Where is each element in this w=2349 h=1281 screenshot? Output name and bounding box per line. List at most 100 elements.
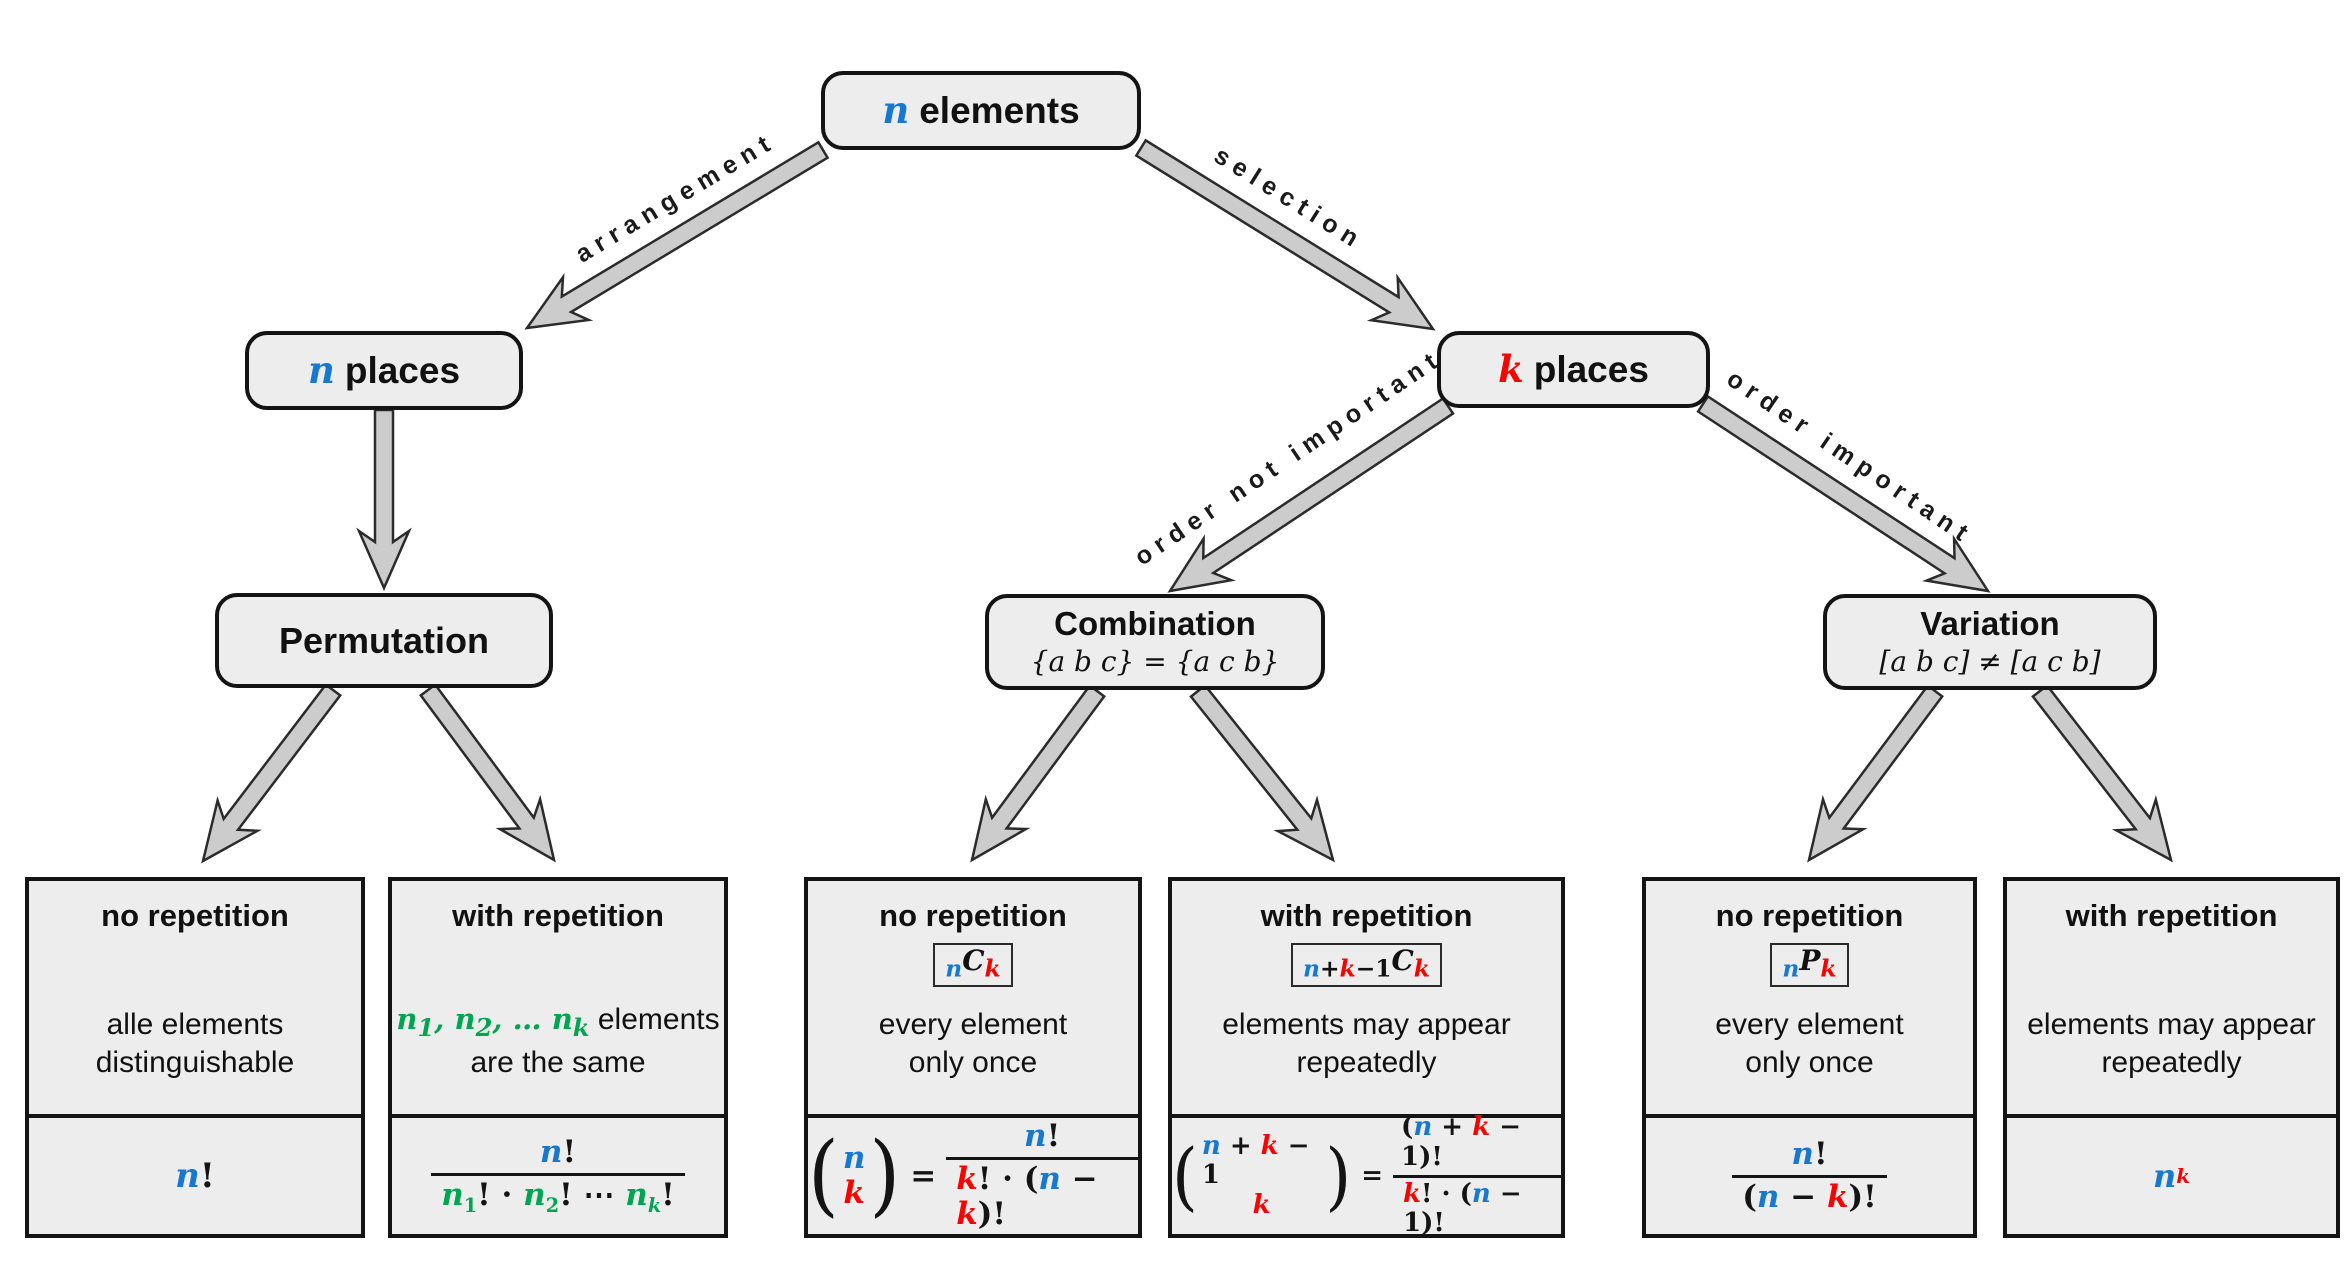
math-segment: k — [956, 1196, 978, 1233]
card-top: with repetition elements may appear repe… — [2007, 881, 2336, 1114]
arrow-shape — [419, 682, 556, 863]
math-segment: )! — [977, 1196, 1006, 1233]
fraction: n! (n − k)! — [1732, 1135, 1887, 1215]
desc-line: n1, n2, … nk elements — [396, 1001, 719, 1043]
binomial-top: n + k − 1 — [1202, 1132, 1321, 1190]
desc-line: alle elements — [106, 1007, 284, 1041]
card-variation-with-repetition: with repetition elements may appear repe… — [2003, 877, 2340, 1238]
math-segment: k — [1820, 954, 1837, 983]
math-segment: 1 — [417, 1013, 435, 1043]
math-segment: n — [1038, 1160, 1061, 1197]
card-top: no repetition nPk every element only onc… — [1646, 881, 1973, 1114]
formula-cell: n! n1! · n2! ⋯ nk! — [392, 1114, 724, 1234]
formula-cell: ( n + k − 1 k ) = (n + k − 1)! k! · (n −… — [1172, 1111, 1561, 1238]
card-permutation-no-repetition: no repetition alle elements distinguisha… — [25, 877, 365, 1238]
arrow-shape — [970, 683, 1106, 863]
node-combination-example: {a b c} = {a c b} — [1030, 644, 1280, 678]
card-title: with repetition — [2065, 898, 2278, 933]
math-segment: − 1 — [1201, 1131, 1310, 1191]
card-title: no repetition — [1715, 898, 1904, 933]
math-segment: n — [441, 1176, 464, 1213]
math-segment: ! — [1813, 1135, 1828, 1172]
numerator: n! — [1016, 1118, 1068, 1157]
arrow-shape — [1696, 394, 1991, 593]
card-top: no repetition nCk every element only onc… — [808, 881, 1138, 1114]
math-segment: C — [962, 944, 985, 977]
right-paren: ) — [1325, 1132, 1352, 1220]
node-k-places-label: places — [1533, 348, 1649, 390]
math-segment: n — [945, 954, 963, 983]
formula-multiset-permutation: n! n1! · n2! ⋯ nk! — [431, 1134, 685, 1217]
math-segment: + — [1432, 1111, 1473, 1142]
math-segment: n — [1756, 1178, 1780, 1215]
desc-line: only once — [908, 1045, 1038, 1079]
binomial-column: n + k − 1 k — [1198, 1132, 1325, 1219]
desc-line: repeatedly — [2101, 1045, 2242, 1079]
math-segment: k — [843, 1174, 865, 1211]
desc-line: repeatedly — [1296, 1045, 1437, 1079]
card-top: with repetition n+k−1Ck elements may app… — [1172, 881, 1561, 1114]
formula-binomial: ( n k ) = n! k! · (n − k)! — [808, 1118, 1138, 1233]
math-n: n — [308, 348, 335, 392]
card-description: elements may appear repeatedly — [2027, 1006, 2316, 1082]
node-variation: Variation [a b c] ≠ [a c b] — [1823, 594, 2157, 690]
node-variation-example: [a b c] ≠ [a c b] — [1879, 644, 2101, 678]
badge-nCk: nCk — [933, 943, 1013, 988]
desc-line: are the same — [470, 1045, 646, 1079]
node-n-elements-label: elements — [919, 89, 1080, 131]
node-combination: Combination {a b c} = {a c b} — [985, 594, 1325, 690]
card-description: every element only once — [1715, 1006, 1903, 1082]
math-segment: −1 — [1355, 954, 1392, 983]
math-segment: n — [625, 1176, 648, 1213]
card-combination-no-repetition: no repetition nCk every element only onc… — [804, 877, 1142, 1238]
node-combination-title: Combination — [1054, 605, 1256, 643]
math-segment: n — [175, 1156, 200, 1196]
binomial-bottom: k — [1253, 1190, 1271, 1220]
card-title: with repetition — [1260, 898, 1473, 933]
math-segment: , … — [492, 1002, 552, 1037]
math-segment: n — [2152, 1157, 2177, 1195]
card-title: no repetition — [101, 898, 289, 933]
math-segment: ! — [1046, 1118, 1061, 1155]
math-segment: n — [1303, 954, 1320, 983]
math-segment: − 1)! — [1401, 1111, 1521, 1172]
math-segment: ! · ( — [977, 1160, 1039, 1197]
equals-sign: = — [1361, 1161, 1384, 1191]
desc-line: only once — [1745, 1045, 1874, 1079]
math-segment: 1 — [463, 1193, 478, 1217]
numerator: n! — [532, 1134, 584, 1173]
card-description: every element only once — [879, 1006, 1067, 1082]
card-top: no repetition alle elements distinguisha… — [29, 881, 361, 1114]
math-segment: − — [1060, 1160, 1098, 1197]
card-combination-with-repetition: with repetition n+k−1Ck elements may app… — [1168, 877, 1565, 1238]
math-segment: k — [1472, 1111, 1491, 1142]
formula-k-permutation: n! (n − k)! — [1732, 1135, 1887, 1215]
math-segment: k — [1403, 1178, 1422, 1209]
card-top: with repetition n1, n2, … nk elements ar… — [392, 881, 724, 1114]
card-description: elements may appear repeatedly — [1222, 1006, 1511, 1082]
math-segment: , — [434, 1002, 455, 1037]
math-segment: n — [1413, 1111, 1433, 1142]
math-segment: k — [1498, 346, 1524, 391]
arrow-shape — [356, 408, 412, 592]
left-paren: ( — [1172, 1132, 1198, 1220]
math-segment: n — [307, 347, 335, 392]
denominator: k! · (n − k)! — [946, 1156, 1138, 1233]
right-paren: ) — [869, 1123, 901, 1227]
math-segment: ! — [199, 1156, 215, 1196]
math-segment: k — [984, 954, 1001, 983]
desc-line: elements may appear — [2027, 1007, 2316, 1041]
math-segment: n — [1201, 1131, 1221, 1162]
math-n: n — [882, 88, 909, 132]
math-segment: − — [1779, 1178, 1827, 1215]
math-segment: ! — [562, 1134, 577, 1171]
fraction: n! n1! · n2! ⋯ nk! — [431, 1134, 685, 1217]
